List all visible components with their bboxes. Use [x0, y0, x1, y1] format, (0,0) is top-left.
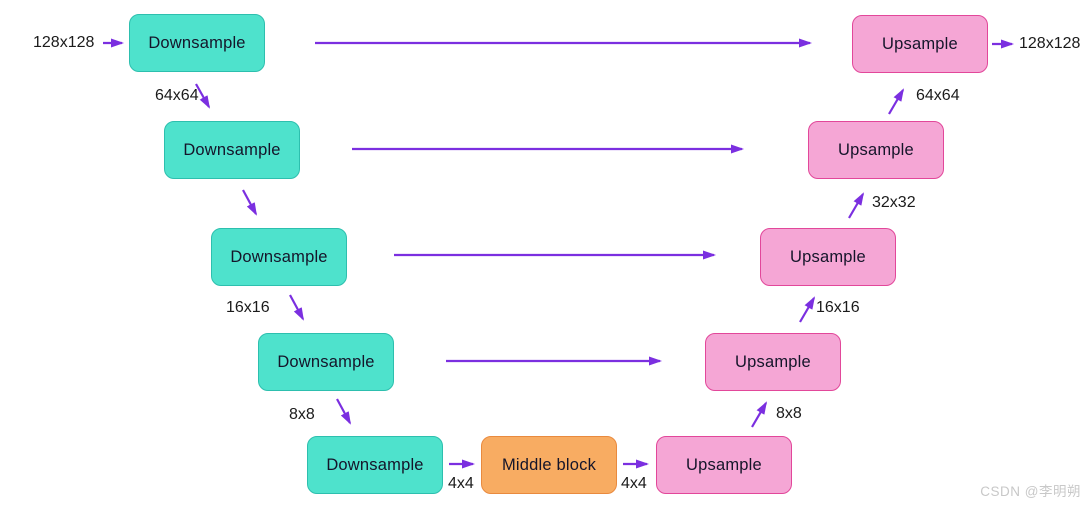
size-label-right-4: 4x4 [621, 475, 647, 492]
node-upsample-4: Upsample [808, 121, 944, 179]
upsample-arrow-4 [888, 88, 905, 115]
node-upsample-5: Upsample [852, 15, 988, 73]
size-label-right-64: 64x64 [916, 87, 960, 104]
node-downsample-4: Downsample [258, 333, 394, 391]
downsample-arrow-2 [242, 189, 257, 216]
node-downsample-2: Downsample [164, 121, 300, 179]
node-downsample-3: Downsample [211, 228, 347, 286]
downsample-arrow-4 [336, 398, 351, 425]
size-label-left-8: 8x8 [289, 406, 315, 423]
size-label-left-4: 4x4 [448, 475, 474, 492]
upsample-arrow-1 [751, 401, 768, 428]
upsample-arrow-2 [799, 296, 816, 323]
size-label-right-8: 8x8 [776, 405, 802, 422]
node-upsample-1: Upsample [656, 436, 792, 494]
size-label-output: 128x128 [1019, 35, 1081, 52]
upsample-arrow-3 [848, 192, 865, 219]
node-middle-block: Middle block [481, 436, 617, 494]
node-upsample-3: Upsample [760, 228, 896, 286]
size-label-left-64: 64x64 [155, 87, 199, 104]
downsample-arrow-3 [289, 294, 304, 321]
size-label-right-16: 16x16 [816, 299, 860, 316]
watermark: CSDN @李明朔 [980, 484, 1081, 499]
node-upsample-2: Upsample [705, 333, 841, 391]
node-downsample-5: Downsample [307, 436, 443, 494]
size-label-input: 128x128 [33, 34, 95, 51]
size-label-right-32: 32x32 [872, 194, 916, 211]
size-label-left-16: 16x16 [226, 299, 270, 316]
node-downsample-1: Downsample [129, 14, 265, 72]
